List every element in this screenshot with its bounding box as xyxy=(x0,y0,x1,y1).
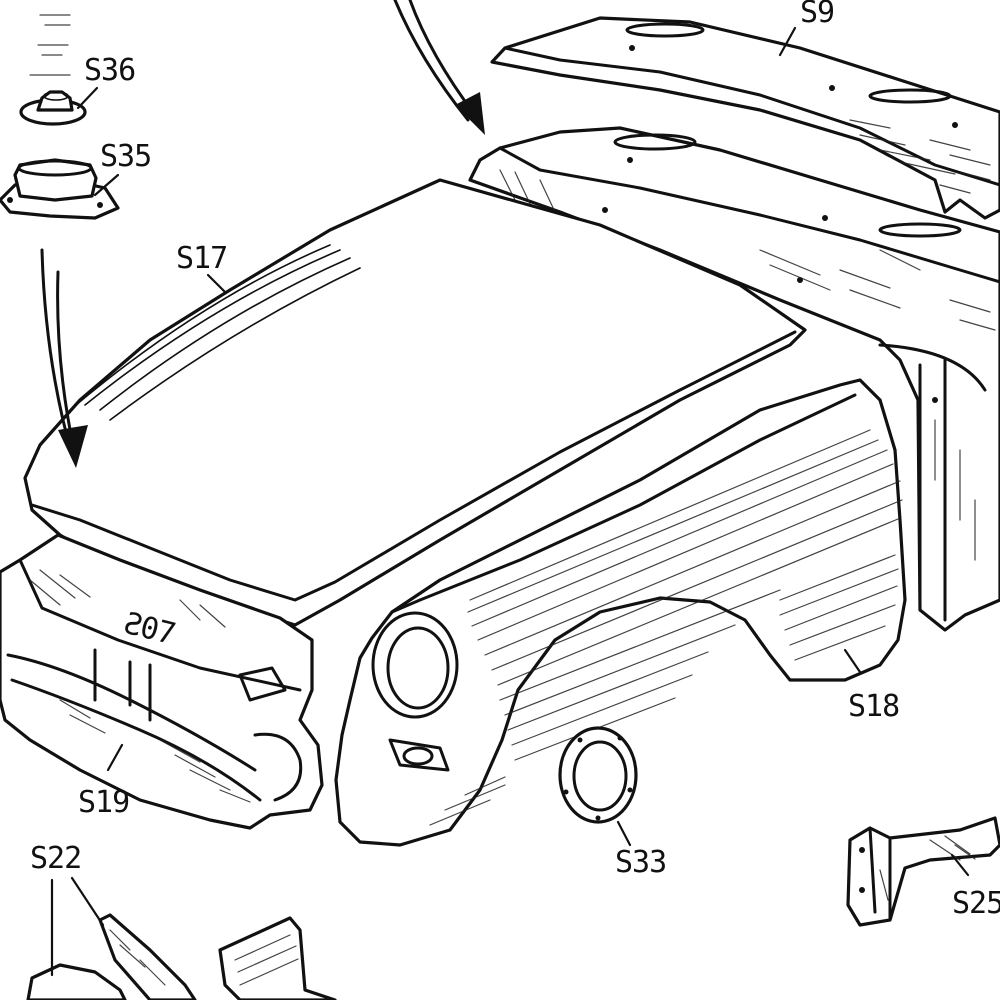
label-s33: S33 xyxy=(615,845,666,880)
part-s18-front-wing xyxy=(334,378,907,847)
part-s36-grommet xyxy=(19,90,87,126)
label-s19: S19 xyxy=(78,785,129,820)
label-s18: S18 xyxy=(848,689,899,724)
faded-marks xyxy=(29,14,71,76)
direction-arrow-top xyxy=(393,0,485,135)
label-s25: S25 xyxy=(952,886,1000,921)
direction-arrow-left xyxy=(40,248,88,468)
label-s36: S36 xyxy=(84,53,135,88)
label-s17: S17 xyxy=(176,241,227,276)
part-s33-grommet-ring xyxy=(558,726,638,824)
part-s25-bracket xyxy=(846,816,1000,927)
leader-lines xyxy=(50,26,970,977)
part-s35-mounting-pad xyxy=(0,158,120,220)
label-s35: S35 xyxy=(100,139,151,174)
label-s9: S9 xyxy=(800,0,834,30)
label-s22: S22 xyxy=(30,841,81,876)
part-s19-front-valance: Ƨ07 xyxy=(0,533,324,830)
part-floor-tray xyxy=(218,916,337,1000)
part-bulkhead-panel xyxy=(468,126,1000,632)
part-labels: S9 S36 S35 S17 S18 S19 S22 S33 S25 xyxy=(30,0,1000,921)
part-s9-scuttle-panel xyxy=(490,16,1000,220)
